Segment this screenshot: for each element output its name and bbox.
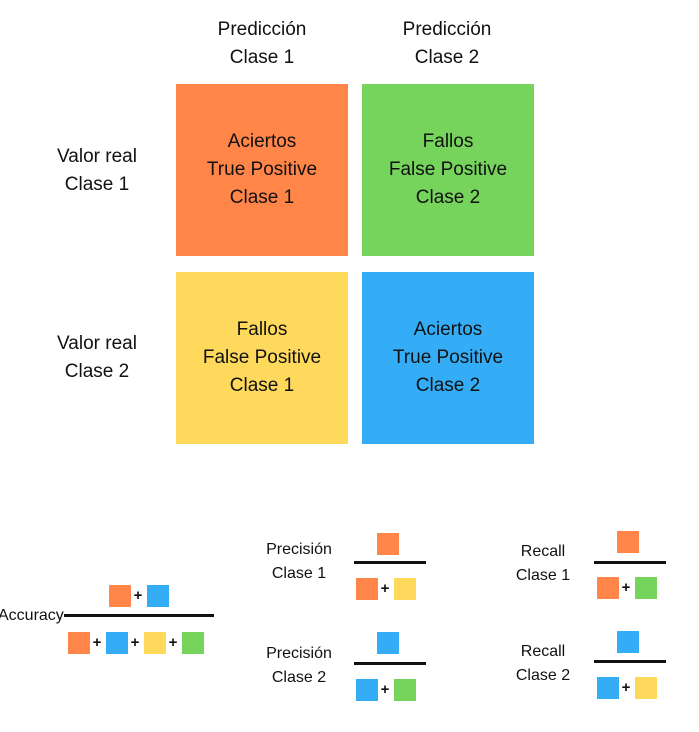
denominator-orange-square (597, 577, 619, 599)
plus-sign: + (92, 634, 102, 651)
numerator-blue-square (617, 631, 639, 653)
plus-sign: + (130, 634, 140, 651)
fraction-bar (64, 614, 214, 617)
denominator-blue-square (356, 679, 378, 701)
plus-sign: + (380, 580, 390, 597)
cell-true-positive-clase-2: Aciertos True Positive Clase 2 (362, 272, 534, 444)
denominator-green-square (182, 632, 204, 654)
cell-label: Fallos False Positive Clase 2 (388, 131, 508, 208)
precision-2-label: Precisión Clase 2 (266, 645, 332, 686)
cell-true-positive-clase-1: Aciertos True Positive Clase 1 (176, 84, 348, 256)
cell-label: Aciertos True Positive Clase 1 (206, 131, 318, 208)
denominator-orange-square (68, 632, 90, 654)
denominator-blue-square (597, 677, 619, 699)
fraction-bar (354, 662, 426, 665)
recall-1-label: Recall Clase 1 (515, 543, 571, 584)
denominator-green-square (635, 577, 657, 599)
cell-label: Fallos False Positive Clase 1 (202, 319, 322, 396)
plus-sign: + (380, 681, 390, 698)
numerator-orange-square (617, 531, 639, 553)
denominator-yellow-square (394, 578, 416, 600)
denominator-orange-square (356, 578, 378, 600)
precision-1-label: Precisión Clase 1 (266, 541, 332, 582)
row-header-1: Valor real Clase 1 (57, 146, 137, 195)
denominator-yellow-square (144, 632, 166, 654)
row-header-2: Valor real Clase 2 (57, 333, 137, 382)
denominator-green-square (394, 679, 416, 701)
denominator-yellow-square (635, 677, 657, 699)
numerator-orange-square (377, 533, 399, 555)
denominator-blue-square (106, 632, 128, 654)
accuracy-label: Accuracy (0, 607, 64, 624)
numerator-orange-square (109, 585, 131, 607)
plus-sign: + (621, 679, 631, 696)
col-header-2: Predicción Clase 2 (402, 19, 492, 68)
numerator-blue-square (377, 632, 399, 654)
cell-false-positive-clase-2: Fallos False Positive Clase 2 (362, 84, 534, 256)
plus-sign: + (168, 634, 178, 651)
fraction-bar (594, 660, 666, 663)
col-header-1: Predicción Clase 1 (217, 19, 307, 68)
fraction-bar (354, 561, 426, 564)
plus-sign: + (621, 579, 631, 596)
recall-2-label: Recall Clase 2 (515, 643, 571, 684)
cell-false-positive-clase-1: Fallos False Positive Clase 1 (176, 272, 348, 444)
numerator-blue-square (147, 585, 169, 607)
fraction-bar (594, 561, 666, 564)
cell-label: Aciertos True Positive Clase 2 (392, 319, 504, 396)
plus-sign: + (133, 587, 143, 604)
